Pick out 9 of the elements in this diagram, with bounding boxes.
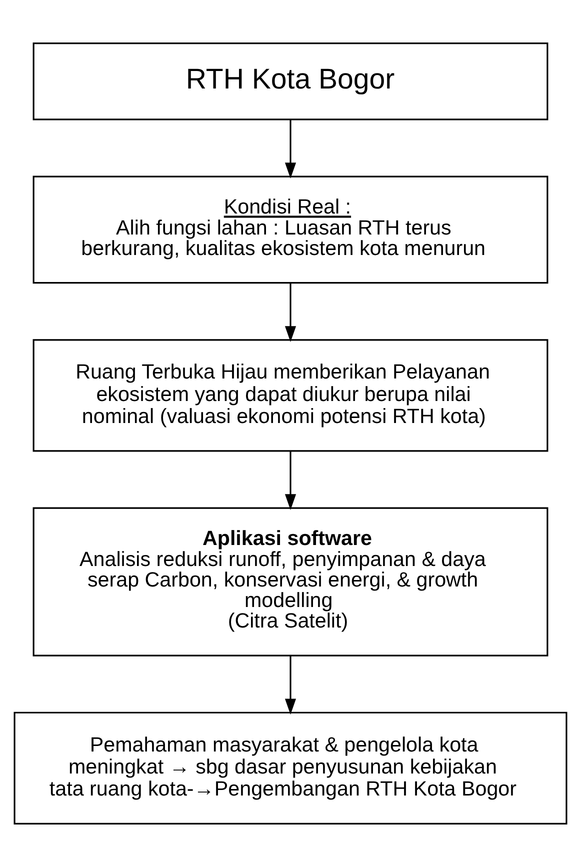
arrow — [284, 655, 296, 714]
node-box: Ruang Terbuka Hijau memberikan Pelayanan ekosistem yang dapat diukur berupa nilai nominal (valuasi ekonomi potensi RTH kota) — [32, 338, 548, 452]
arrow — [284, 450, 296, 510]
arrow — [284, 119, 296, 178]
node-box: Kondisi Real : Alih fungsi lahan : Luasan RTH terus berkurang, kualitas ekosistem kota menurun — [32, 175, 548, 284]
arrow — [284, 282, 296, 342]
node-box: Pemahaman masyarakat & pengelola kota meningkat → sbg dasar penyusunan kebijakan tata ruang kota-→Pengembangan RTH Kota Bogor — [14, 711, 568, 824]
node-box: RTH Kota Bogor — [32, 42, 548, 120]
node-box: Aplikasi software Analisis reduksi runoff, penyimpanan & daya serap Carbon, konservasi energi, & growth modelling (Citra Satelit) — [32, 506, 548, 656]
